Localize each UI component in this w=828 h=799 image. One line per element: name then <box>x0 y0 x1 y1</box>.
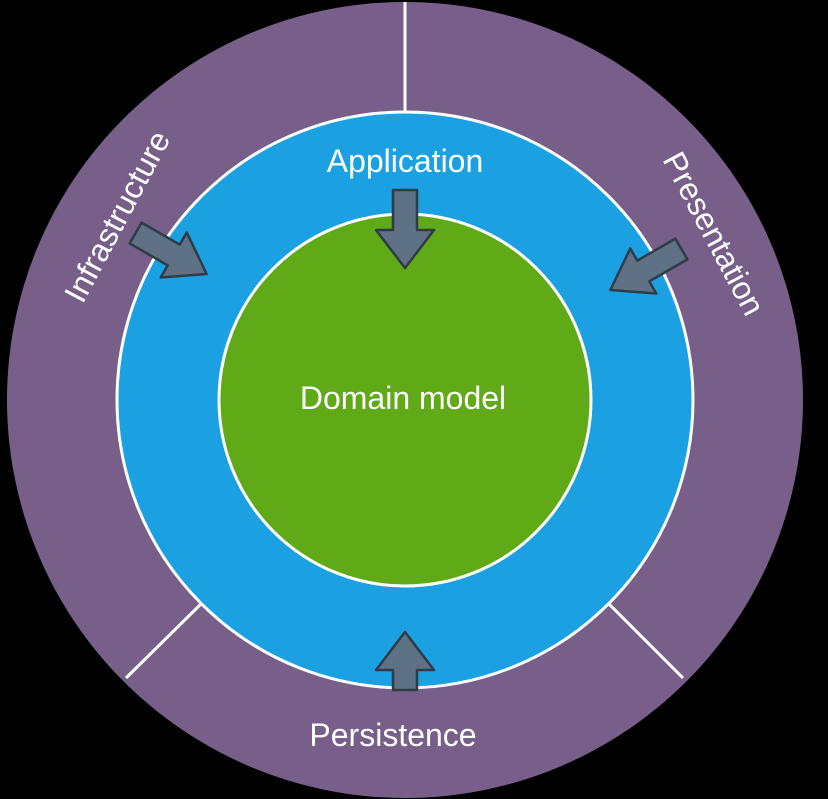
arrow-infrastructure-icon <box>128 221 208 279</box>
persistence-label: Persistence <box>309 717 476 753</box>
application-label: Application <box>327 143 484 179</box>
arrow-presentation-icon <box>609 237 689 295</box>
arrow-down-icon <box>374 188 436 270</box>
divider-bottom-left <box>124 598 207 680</box>
divider-bottom-right <box>603 598 685 680</box>
domain-model-label: Domain model <box>300 380 506 416</box>
arrow-up-icon <box>374 630 436 692</box>
